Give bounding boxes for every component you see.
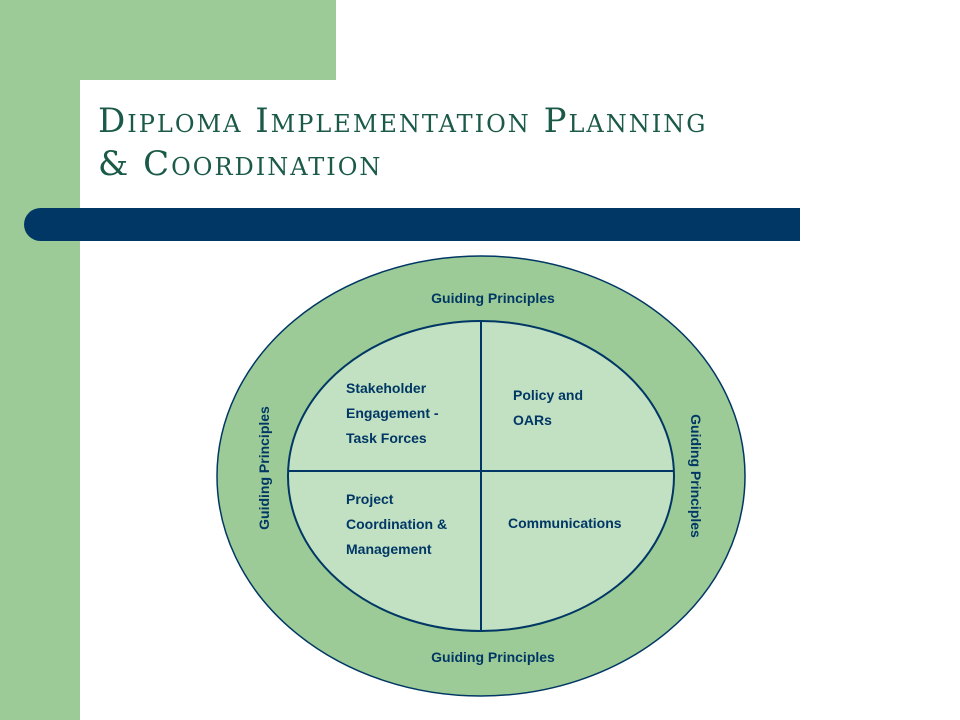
quadrant-stakeholder-engagement: Stakeholder Engagement - Task Forces: [346, 380, 439, 446]
quadrant-project-coordination: Project Coordination & Management: [346, 491, 448, 557]
left-accent-band: [0, 0, 80, 720]
quadrant-policy-oars: Policy and OARs: [513, 387, 584, 428]
quadrant-communications: Communications: [508, 515, 622, 531]
ring-label-left: Guiding Principles: [256, 406, 272, 530]
top-accent-band: [0, 0, 336, 80]
title-underline-bar: [24, 208, 800, 241]
ring-label-bottom: Guiding Principles: [431, 649, 555, 665]
ring-label-right: Guiding Principles: [688, 414, 704, 538]
ring-label-top: Guiding Principles: [431, 290, 555, 306]
content-corner: [80, 80, 336, 220]
slide-title: Diploma Implementation Planning & Coordi…: [98, 101, 708, 184]
